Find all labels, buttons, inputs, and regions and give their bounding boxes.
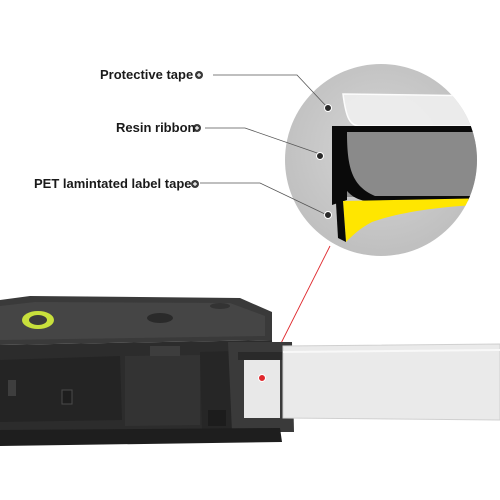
dot-marker-icon <box>316 104 332 219</box>
pet-label-tape-label: PET lamintated label tape <box>34 176 192 191</box>
resin-ribbon-layer <box>337 127 477 197</box>
magnifier-view <box>285 64 477 256</box>
pet-label-tape-layer <box>343 198 477 242</box>
tape-window <box>244 360 280 418</box>
protective-tape-label: Protective tape <box>100 67 194 82</box>
resin-ribbon-label: Resin ribbon <box>116 120 196 135</box>
label-tape-strip <box>282 343 500 421</box>
protective-tape-layer <box>342 93 477 127</box>
tape-cassette <box>0 296 294 446</box>
plus-circle-icon <box>191 71 203 188</box>
zoom-origin-marker <box>258 374 266 382</box>
leader-lines <box>200 74 328 216</box>
